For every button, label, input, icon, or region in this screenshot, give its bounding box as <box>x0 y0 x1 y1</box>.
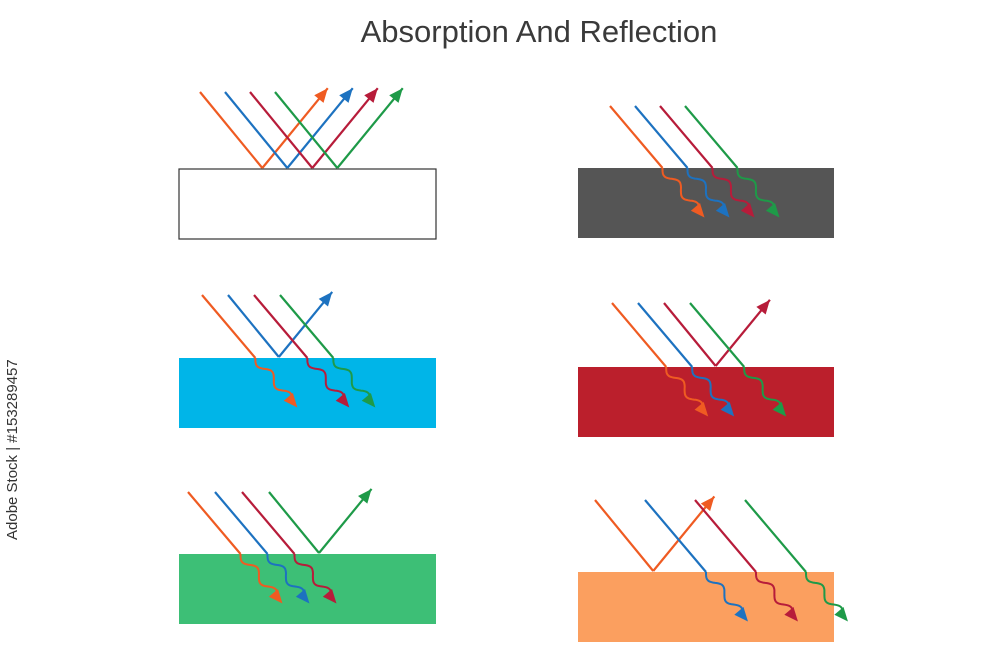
orange-panel-orange-reflected-arrowhead <box>700 496 715 512</box>
white-panel-orange-incident-ray <box>199 91 264 169</box>
black-panel-red-incident-ray <box>659 105 714 169</box>
red-panel-blue-absorbed-arrowhead <box>720 401 735 417</box>
blue-panel-green-absorbed-wave <box>332 357 372 402</box>
white-panel-blue-reflected-arrowhead <box>339 88 353 103</box>
blue-panel <box>179 291 436 428</box>
orange-panel-blue-incident-ray <box>644 499 707 573</box>
green-panel-blue-incident-ray <box>214 491 269 555</box>
red-panel-red-incident-ray <box>663 302 717 367</box>
black-panel-green-absorbed-arrowhead <box>765 202 780 218</box>
red-panel-blue-absorbed-wave <box>691 366 730 411</box>
red-panel-green-absorbed-arrowhead <box>772 401 787 417</box>
red-panel-red-reflected-ray <box>714 299 771 367</box>
green-panel-orange-absorbed-wave <box>239 553 279 598</box>
blue-panel-blue-incident-ray <box>227 294 280 358</box>
white-panel-green-incident-ray <box>274 91 339 169</box>
blue-panel-green-incident-ray <box>279 294 335 359</box>
green-panel-orange-absorbed-arrowhead <box>268 588 283 604</box>
green-panel-red-absorbed-wave <box>293 553 333 598</box>
black-panel-red-absorbed-wave <box>711 167 751 212</box>
orange-panel-red-absorbed-wave <box>754 571 794 616</box>
blue-panel-red-absorbed-arrowhead <box>335 392 350 408</box>
blue-panel-green-absorbed-arrowhead <box>361 392 376 408</box>
green-panel-blue-absorbed-arrowhead <box>295 588 310 604</box>
blue-panel-orange-absorbed-arrowhead <box>283 392 298 408</box>
black-panel-green-absorbed-wave <box>736 167 776 212</box>
white-panel <box>178 87 437 240</box>
red-panel-green-absorbed-wave <box>743 366 782 411</box>
black-panel-blue-incident-ray <box>634 105 689 169</box>
black-panel-blue-absorbed-arrowhead <box>715 202 730 218</box>
orange-panel-orange-reflected-ray <box>652 495 716 572</box>
blue-panel-orange-incident-ray <box>201 294 257 359</box>
white-panel-blue-reflected-ray <box>286 87 354 169</box>
black-panel-green-incident-ray <box>684 105 739 169</box>
blue-surface-block <box>179 358 436 428</box>
orange-surface-block <box>578 572 834 642</box>
black-panel-orange-absorbed-arrowhead <box>690 202 705 218</box>
green-panel-orange-incident-ray <box>187 491 242 555</box>
white-panel-orange-reflected-ray <box>261 87 329 169</box>
black-panel <box>578 105 834 238</box>
orange-panel-blue-absorbed-arrowhead <box>734 606 748 622</box>
white-panel-red-reflected-arrowhead <box>364 88 378 103</box>
red-panel-red-reflected-arrowhead <box>756 299 770 315</box>
green-panel <box>179 488 436 624</box>
green-panel-green-reflected-arrowhead <box>358 488 372 504</box>
blue-panel-red-incident-ray <box>253 294 309 359</box>
red-panel-orange-incident-ray <box>611 302 668 368</box>
orange-panel-orange-incident-ray <box>594 499 655 572</box>
white-panel-green-reflected-arrowhead <box>389 88 403 103</box>
orange-panel-green-absorbed-arrowhead <box>834 606 848 622</box>
red-panel-orange-absorbed-arrowhead <box>694 401 709 417</box>
white-panel-green-reflected-ray <box>336 87 404 169</box>
red-panel <box>578 299 834 437</box>
orange-panel-red-incident-ray <box>694 499 757 573</box>
red-panel-green-incident-ray <box>689 302 746 368</box>
black-surface-block <box>578 168 834 238</box>
black-panel-orange-incident-ray <box>609 105 664 169</box>
orange-panel-green-incident-ray <box>744 499 807 573</box>
white-panel-red-reflected-ray <box>311 87 379 169</box>
orange-panel-green-absorbed-wave <box>804 571 844 616</box>
white-surface-block <box>178 168 437 240</box>
green-panel-blue-absorbed-wave <box>266 553 306 598</box>
page-title: Absorption And Reflection <box>360 14 718 49</box>
black-panel-red-absorbed-arrowhead <box>740 202 755 218</box>
blue-panel-orange-absorbed-wave <box>254 357 294 402</box>
black-panel-blue-absorbed-wave <box>686 167 726 212</box>
white-panel-orange-reflected-arrowhead <box>314 88 328 103</box>
white-panel-red-incident-ray <box>249 91 314 169</box>
orange-panel-red-absorbed-arrowhead <box>784 606 798 622</box>
orange-panel-blue-absorbed-wave <box>704 571 744 616</box>
orange-panel <box>578 495 848 642</box>
white-panel-blue-incident-ray <box>224 91 289 169</box>
red-surface-block <box>578 367 834 437</box>
black-panel-orange-absorbed-wave <box>661 167 701 212</box>
green-panel-red-incident-ray <box>241 491 296 555</box>
green-panel-green-incident-ray <box>268 491 320 554</box>
red-panel-orange-absorbed-wave <box>665 366 704 411</box>
red-panel-blue-incident-ray <box>637 302 694 368</box>
blue-panel-red-absorbed-wave <box>306 357 346 402</box>
green-panel-red-absorbed-arrowhead <box>322 588 337 604</box>
blue-panel-blue-reflected-arrowhead <box>318 291 333 307</box>
